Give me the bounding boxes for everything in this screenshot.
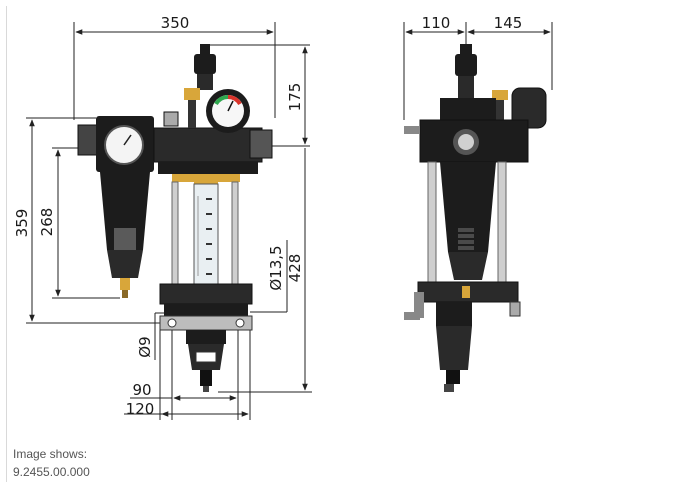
adjust-knob-brass [184, 88, 200, 100]
dim-label-110: 110 [422, 14, 451, 32]
dim-label-145: 145 [494, 14, 523, 32]
dim-label-428: 428 [286, 254, 304, 283]
image-caption: Image shows: 9.2455.00.000 [13, 445, 90, 481]
drain-bowl [186, 330, 226, 392]
part-number: 9.2455.00.000 [13, 465, 90, 479]
top-coupling [194, 44, 216, 90]
side-view: 110 145 [403, 14, 553, 392]
dim-label-90: 90 [132, 381, 151, 399]
image-frame [6, 6, 667, 482]
dim-width-120: 120 [124, 330, 251, 420]
technical-drawing: 350 175 359 268 Ø13,5 [13, 14, 553, 420]
dim-diameter-13-5: Ø13,5 [250, 240, 288, 313]
dim-width-90: 90 [130, 330, 239, 420]
bottom-manifold [159, 283, 253, 331]
dim-label-350: 350 [161, 14, 190, 32]
dim-height-428: 428 [218, 148, 312, 393]
dim-width-350: 350 [73, 14, 276, 120]
dim-label-268: 268 [38, 208, 56, 237]
side-gauge-housing [492, 87, 547, 129]
side-top-coupling [455, 44, 477, 98]
side-main-body [404, 98, 529, 283]
dim-label-359: 359 [13, 209, 31, 238]
dim-height-359: 359 [13, 117, 160, 324]
dim-height-268: 268 [38, 147, 120, 299]
front-view: 350 175 359 268 Ø13,5 [13, 14, 312, 420]
dim-label-diameter-9: Ø9 [136, 336, 154, 357]
side-drain-bowl [436, 302, 472, 392]
sight-glass-tube [171, 181, 239, 285]
dim-label-diameter-13-5: Ø13,5 [267, 245, 285, 290]
dim-label-120: 120 [126, 400, 155, 418]
left-filter-unit [77, 116, 154, 298]
brass-rings [172, 174, 240, 184]
dim-label-175: 175 [286, 83, 304, 112]
central-regulator-unit [153, 88, 273, 174]
side-bottom-manifold [404, 281, 521, 320]
dim-depth: 110 145 [403, 14, 553, 120]
caption-label: Image shows: [13, 447, 88, 461]
